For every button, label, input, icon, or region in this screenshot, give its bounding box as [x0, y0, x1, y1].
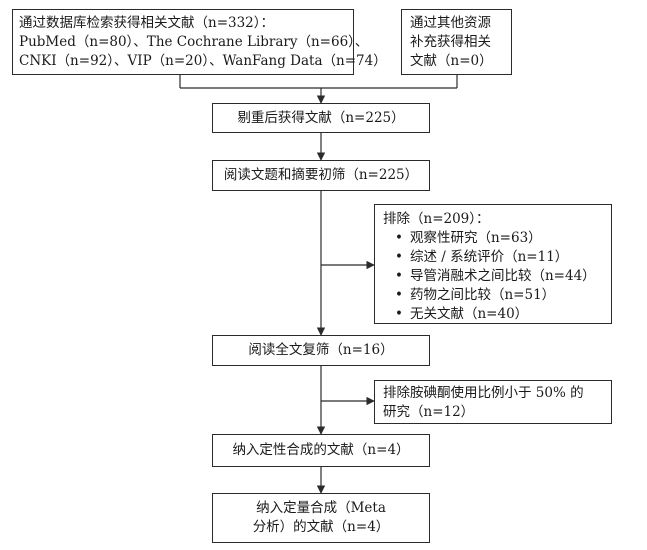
other-line-2: 补充获得相关 [410, 34, 491, 50]
exclusion-2-line-2: 研究（n=12） [383, 404, 475, 420]
fulltext-box: 阅读全文复筛（n=16） [212, 335, 430, 366]
screening-box: 阅读文题和摘要初筛（n=225） [212, 160, 430, 191]
db-line-1: 通过数据库检索获得相关文献（n=332）： [19, 15, 275, 31]
db-line-2: PubMed（n=80）、The Cochrane Library（n=66）、 [19, 34, 369, 50]
db-line-3: CNKI（n=92）、VIP（n=20）、WanFang Data（n=74） [19, 53, 387, 69]
dedup-text: 剔重后获得文献（n=225） [237, 109, 405, 126]
dedup-box: 剔重后获得文献（n=225） [212, 103, 430, 133]
qualitative-text: 纳入定性合成的文献（n=4） [232, 442, 410, 458]
quantitative-line-2: 分析）的文献（n=4） [252, 519, 390, 535]
screening-text: 阅读文题和摘要初筛（n=225） [223, 167, 419, 183]
exclusion-item-irrelevant: 无关文献（n=40） [383, 305, 603, 324]
exclusion-item-observational: 观察性研究（n=63） [383, 229, 603, 248]
other-sources-box: 通过其他资源 补充获得相关 文献（n=0） [401, 9, 512, 75]
exclusion-item-review: 综述 / 系统评价（n=11） [383, 248, 603, 267]
exclusion-box-1: 排除（n=209）： 观察性研究（n=63） 综述 / 系统评价（n=11） 导… [374, 204, 612, 324]
database-search-box: 通过数据库检索获得相关文献（n=332）： PubMed（n=80）、The C… [12, 9, 387, 75]
exclusion-2-line-1: 排除胺碘酮使用比例小于 50% 的 [383, 385, 584, 401]
quantitative-box: 纳入定量合成（Meta 分析）的文献（n=4） [212, 493, 430, 543]
exclusion-box-2: 排除胺碘酮使用比例小于 50% 的 研究（n=12） [374, 380, 612, 424]
exclusion-item-drug: 药物之间比较（n=51） [383, 286, 603, 305]
exclusion-item-ablation: 导管消融术之间比较（n=44） [383, 267, 603, 286]
quantitative-line-1: 纳入定量合成（Meta [256, 500, 386, 516]
exclusion-1-title: 排除（n=209）： [383, 211, 490, 227]
fulltext-text: 阅读全文复筛（n=16） [248, 342, 394, 358]
other-line-1: 通过其他资源 [410, 15, 491, 31]
qualitative-box: 纳入定性合成的文献（n=4） [212, 434, 430, 467]
other-line-3: 文献（n=0） [410, 53, 493, 69]
